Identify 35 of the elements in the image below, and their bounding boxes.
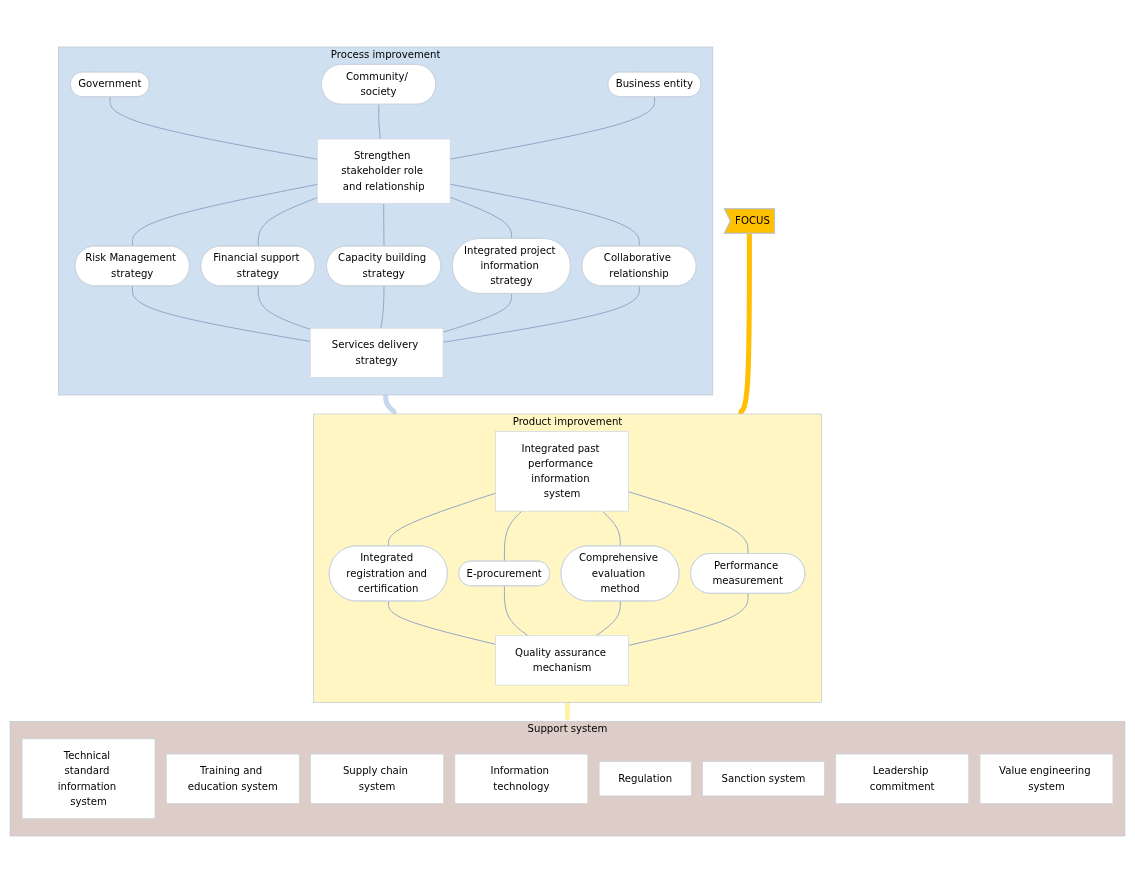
node-box: Supply chain system: [310, 753, 444, 804]
arrow: [383, 394, 398, 415]
connector: [628, 491, 749, 555]
node-box: Strengthen stakeholder role and relationship: [316, 138, 451, 204]
node-box: Information technology: [454, 753, 589, 804]
connector: [628, 593, 749, 646]
connector: [503, 510, 523, 562]
node-box: Training and education system: [166, 753, 300, 804]
connector: [378, 104, 381, 140]
node-box: Integrated past performance information system: [495, 431, 629, 512]
connector: [449, 196, 513, 240]
connector: [132, 285, 311, 342]
node-box: Quality assurance mechanism: [495, 635, 629, 686]
node-box: Technical standard information system: [21, 738, 156, 819]
connector: [442, 285, 640, 343]
connector: [257, 197, 318, 247]
node-box: Regulation: [598, 761, 692, 797]
connector: [449, 96, 656, 160]
connector: [257, 285, 311, 330]
node-box: Leadership commitment: [835, 753, 969, 804]
connector: [388, 492, 497, 547]
node-box: Value engineering system: [979, 753, 1114, 804]
connector: [595, 600, 621, 637]
connector: [503, 585, 529, 637]
connector: [132, 183, 318, 247]
arrow: [737, 233, 752, 415]
connector: [388, 600, 497, 645]
node-box: Sanction system: [702, 761, 825, 797]
connector: [442, 293, 513, 333]
connector: [449, 183, 640, 247]
connector: [383, 203, 385, 247]
connector: [109, 96, 318, 160]
node-box: Services delivery strategy: [309, 327, 444, 378]
connector: [601, 510, 621, 547]
connector: [380, 285, 385, 329]
